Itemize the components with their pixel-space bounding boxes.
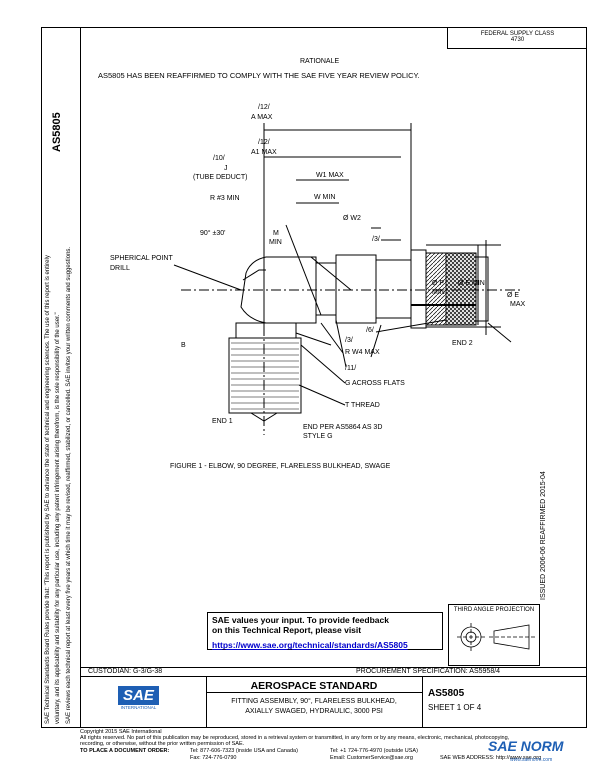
dim-e-max: MAX — [510, 301, 526, 308]
side-strip — [41, 27, 81, 728]
rights-2: recording, or otherwise, without the pri… — [80, 741, 245, 747]
order-email: Email: CustomerService@sae.org — [330, 755, 413, 761]
fed-class-label: FEDERAL SUPPLY CLASS — [480, 31, 555, 37]
dim-b: B — [181, 342, 186, 349]
side-doc-number: AS5805 — [51, 112, 63, 152]
side-disclaimer-3: SAE reviews each technical report at lea… — [66, 246, 72, 724]
projection-box: THIRD ANGLE PROJECTION — [448, 604, 540, 666]
custodian: CUSTODIAN: G-3/G-38 — [88, 668, 163, 675]
watermark-sub: www.saenorm.com — [510, 757, 553, 763]
feedback-line-1: SAE values your input. To provide feedba… — [212, 615, 389, 625]
title-block-divider-2 — [422, 677, 423, 728]
feedback-link[interactable]: https://www.sae.org/technical/standards/… — [212, 640, 408, 650]
dim-label-6: /6/ — [366, 327, 374, 334]
dim-e-min: Ø E MIN — [458, 280, 485, 287]
feedback-box: SAE values your input. To provide feedba… — [207, 612, 443, 650]
dim-label-12a: /12/ — [258, 104, 270, 111]
custodian-row — [81, 667, 587, 677]
dim-label-11: /11/ — [345, 365, 357, 372]
order-tel: Tel: 877-606-7323 (inside USA and Canada… — [190, 748, 298, 754]
title-block-doc-number: AS5805 — [428, 688, 465, 699]
dim-e: Ø E — [507, 292, 520, 299]
procurement-spec: PROCUREMENT SPECIFICATION: AS5958/4 — [356, 668, 501, 675]
sae-logo-sub: INTERNATIONAL — [120, 705, 157, 710]
description-line-1: FITTING ASSEMBLY, 90°, FLARELESS BULKHEA… — [231, 698, 397, 705]
description-line-2: AXIALLY SWAGED, HYDRAULIC, 3000 PSI — [245, 708, 383, 715]
end-2-label: END 2 — [452, 340, 473, 347]
dim-m-min: MIN — [269, 239, 282, 246]
note-spherical-point: SPHERICAL POINT — [110, 255, 173, 262]
sheet-number: SHEET 1 OF 4 — [428, 703, 482, 712]
end-spec-note: END PER AS5864 AS 3D — [303, 424, 383, 431]
rights-1: All rights reserved. No part of this pub… — [80, 735, 510, 741]
dim-g-across-flats: G ACROSS FLATS — [345, 380, 405, 387]
issue-dates: ISSUED 2006-06 REAFFIRMED 2015-04 — [540, 471, 547, 600]
side-disclaimer-2: voluntary, and its applicability and sui… — [55, 312, 61, 724]
title-block-h-divider — [206, 692, 422, 693]
dim-r-w4-max: R W4 MAX — [345, 349, 380, 356]
rationale-text: AS5805 HAS BEEN REAFFIRMED TO COMPLY WIT… — [98, 71, 420, 80]
dim-w2: Ø W2 — [343, 215, 361, 222]
dim-p-min: MIN — [432, 289, 445, 296]
sae-logo-mark: SAE — [118, 686, 159, 705]
title-block-divider-1 — [206, 677, 207, 728]
fed-class-number: 4730 — [510, 37, 525, 43]
copyright: Copyright 2015 SAE International — [80, 729, 162, 735]
dim-w1-max: W1 MAX — [316, 172, 344, 179]
dim-label-10: /10/ — [213, 155, 225, 162]
dim-w-min: W MIN — [314, 194, 336, 201]
watermark: SAE NORM — [488, 738, 564, 754]
dim-p: Ø P — [432, 280, 445, 287]
sae-logo: SAE INTERNATIONAL — [118, 686, 159, 710]
dim-a1-max: A1 MAX — [251, 149, 277, 156]
dim-tube-deduct: (TUBE DEDUCT) — [193, 174, 248, 181]
dim-label-3b: /3/ — [345, 337, 353, 344]
standard-title: AEROSPACE STANDARD — [250, 680, 378, 692]
sae-web-address[interactable]: SAE WEB ADDRESS: http://www.sae.org — [440, 755, 542, 761]
order-label: TO PLACE A DOCUMENT ORDER: — [80, 748, 170, 754]
dim-label-3a: /3/ — [372, 236, 380, 243]
dim-r3-min: R #3 MIN — [210, 195, 240, 202]
feedback-line-2: on this Technical Report, please visit — [212, 625, 362, 635]
third-angle-projection-icon — [457, 623, 535, 651]
dim-j: J — [224, 165, 228, 172]
dim-label-12b: /12/ — [258, 139, 270, 146]
end-1-label: END 1 — [212, 418, 233, 425]
dim-t-thread: T THREAD — [345, 402, 380, 409]
end-style-note: STYLE G — [303, 433, 333, 440]
rationale-title: RATIONALE — [300, 58, 340, 65]
order-tel-2: Tel: +1 724-776-4970 (outside USA) — [330, 748, 418, 754]
order-fax: Fax: 724-776-0790 — [190, 755, 237, 761]
dim-m: M — [273, 230, 279, 237]
elbow-drawing — [173, 123, 521, 435]
fed-class-box: FEDERAL SUPPLY CLASS 4730 — [447, 27, 587, 49]
figure-caption: FIGURE 1 - ELBOW, 90 DEGREE, FLARELESS B… — [170, 463, 391, 470]
projection-title: THIRD ANGLE PROJECTION — [453, 607, 535, 613]
side-disclaimer-1: SAE Technical Standards Board Rules prov… — [45, 255, 51, 724]
note-drill: DRILL — [110, 265, 130, 272]
page-frame — [41, 27, 587, 728]
dim-a-max: A MAX — [251, 114, 273, 121]
dim-angle: 90° ±30' — [200, 230, 226, 237]
